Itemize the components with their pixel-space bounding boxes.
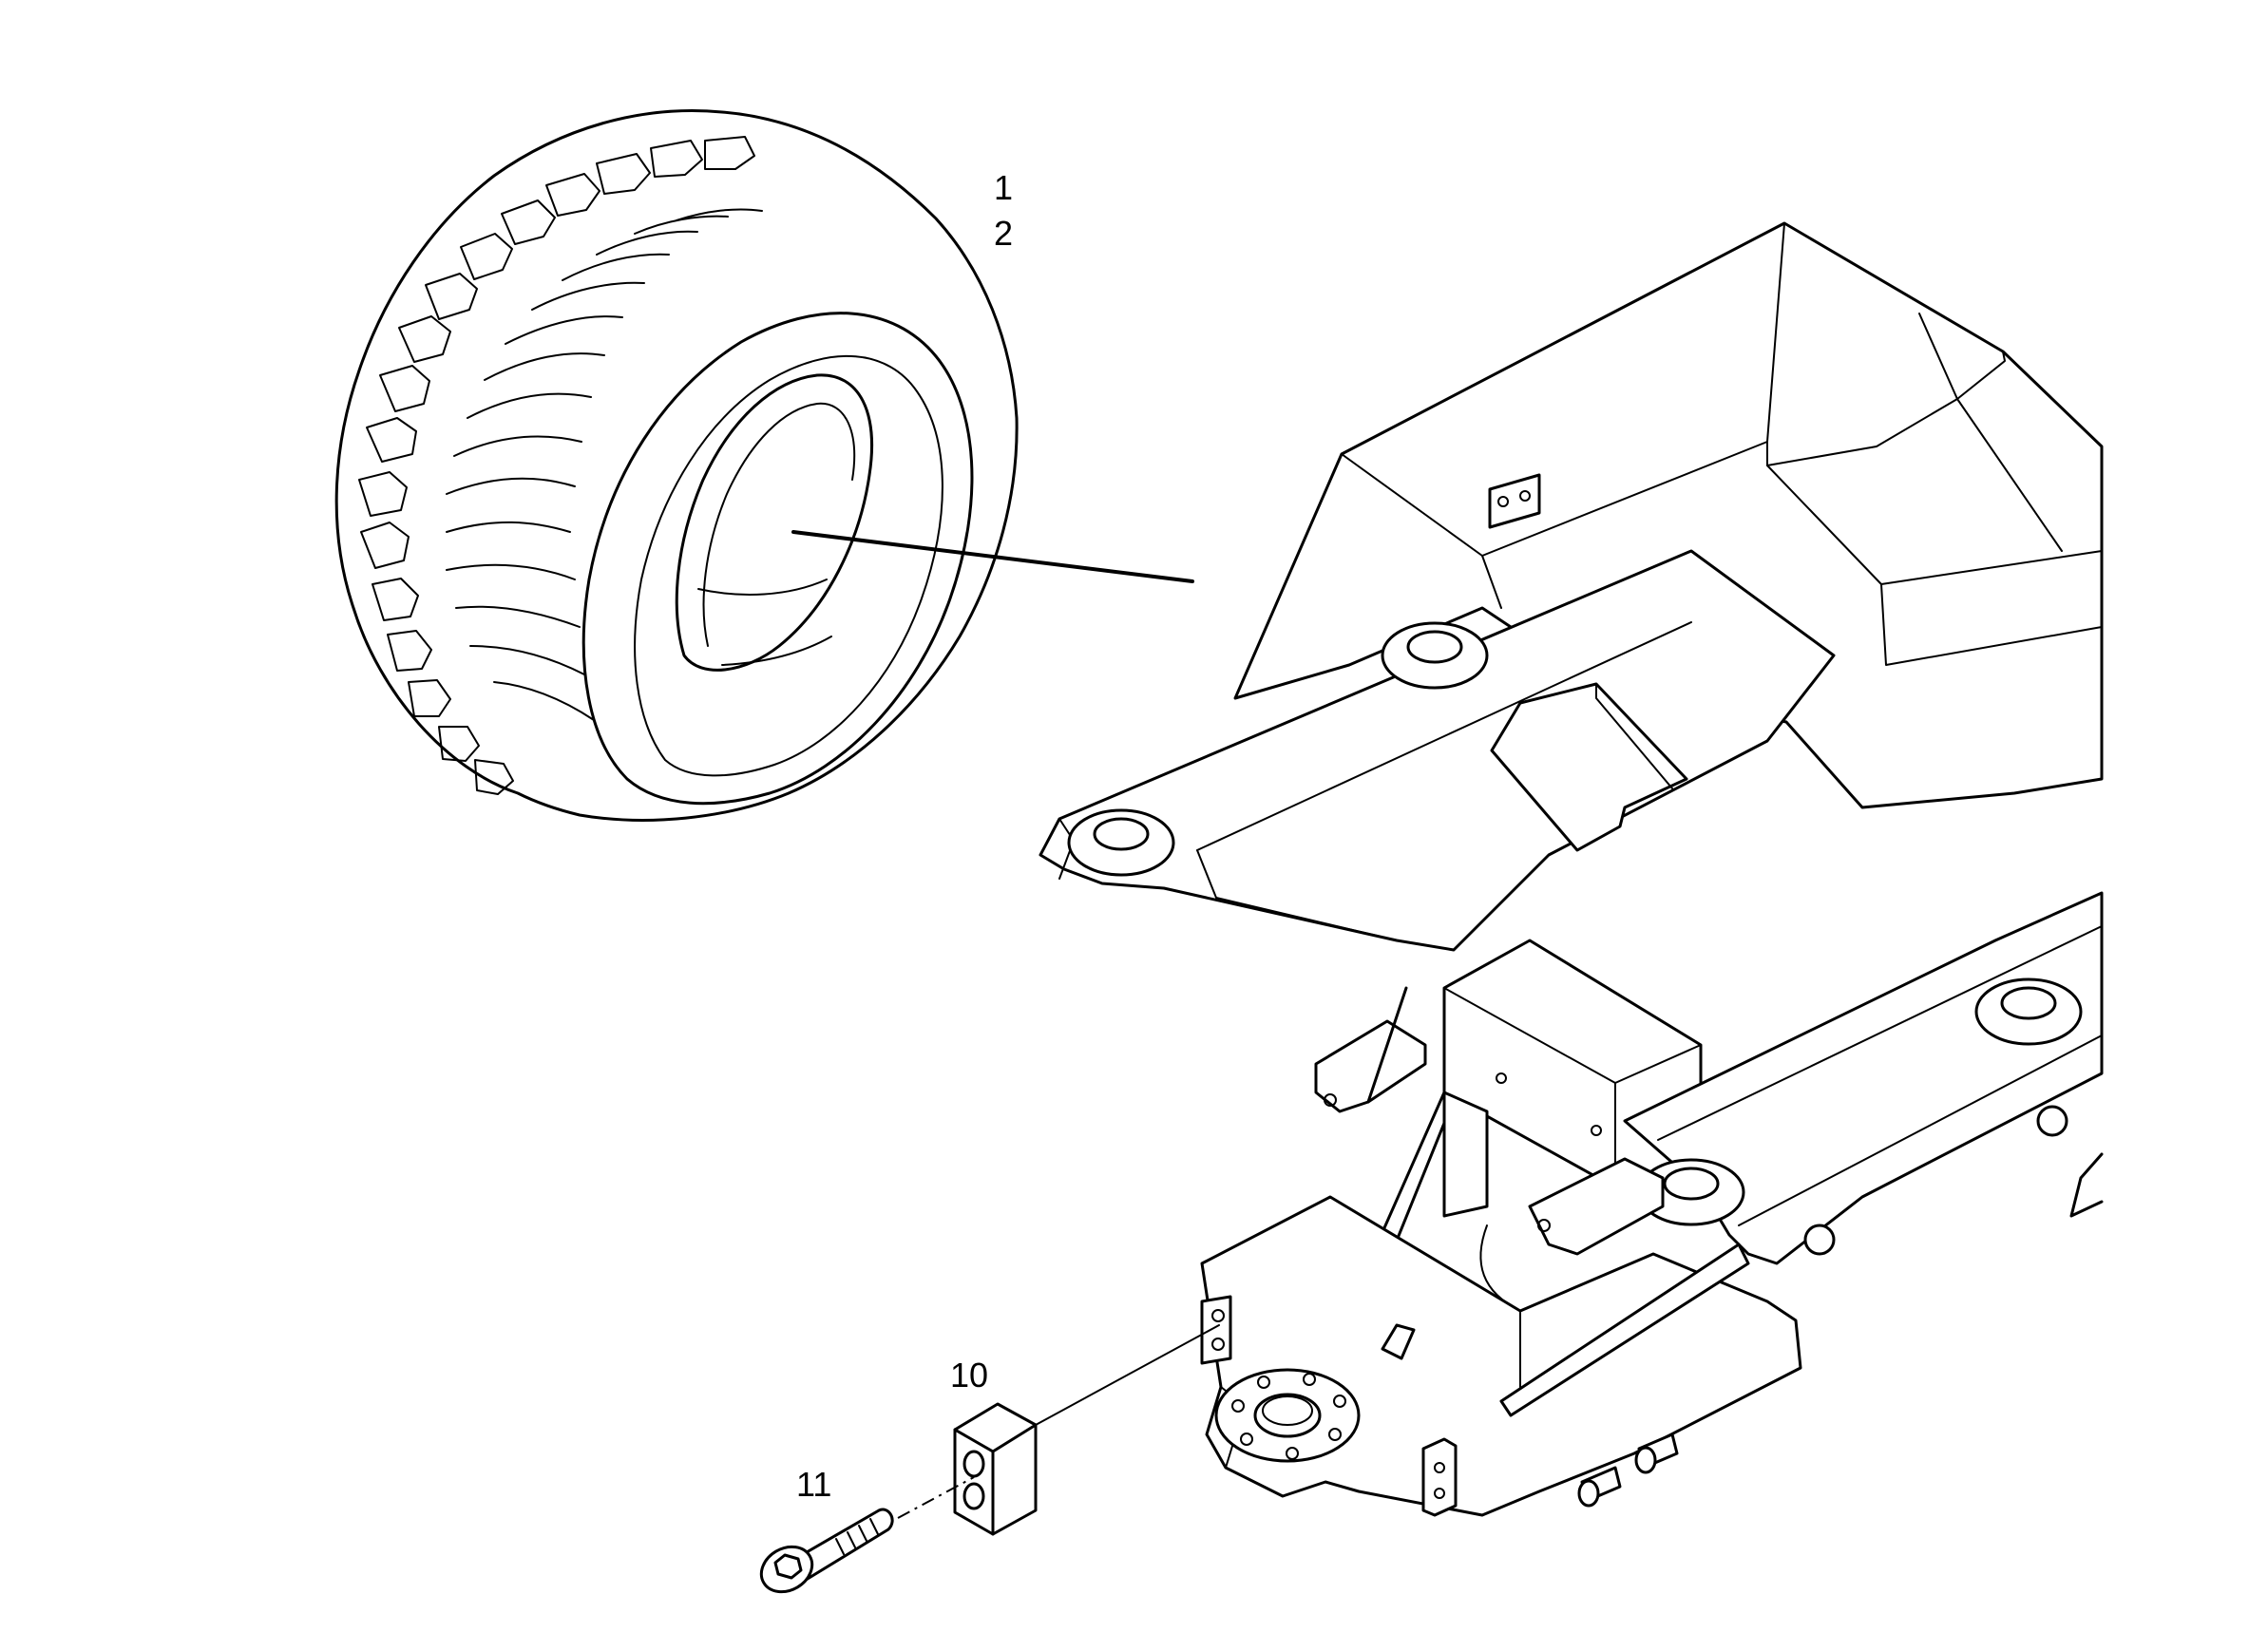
callout-label-1: 1 <box>994 168 1013 207</box>
frame-right-support-leg <box>1528 1157 1665 1256</box>
buffer-block <box>953 1402 1038 1536</box>
frame-plate-opening <box>1490 682 1688 852</box>
tire-leader-line <box>791 530 1194 583</box>
tire-rim-opening <box>675 373 874 672</box>
frame-base-plate <box>1200 1195 1802 1517</box>
frame-hood-bracket <box>1488 473 1541 529</box>
tire-rim-inner <box>702 402 856 647</box>
tire-tread-lugs <box>446 208 763 721</box>
assembly-leader-line <box>1035 1324 1220 1426</box>
tire <box>334 109 1019 822</box>
callout-label-2: 2 <box>994 214 1013 253</box>
machine-frame <box>1039 221 2104 1517</box>
tire-sidewall-inner <box>634 354 943 777</box>
callout-label-10: 10 <box>950 1356 988 1395</box>
tire-tread-blocks <box>358 136 755 795</box>
frame-base-pin-1 <box>1577 1466 1622 1508</box>
frame-base-tab <box>1381 1323 1416 1360</box>
frame-bumper-mount-bracket <box>1200 1295 1232 1365</box>
frame-mount-boss-1 <box>1067 808 1175 877</box>
frame-front-plate <box>1039 549 1836 952</box>
tire-outer-tread <box>334 109 1019 822</box>
socket-head-screw <box>759 1508 894 1594</box>
callout-label-11: 11 <box>796 1465 831 1504</box>
frame-rear-edge <box>2069 1152 2104 1218</box>
frame-mount-boss-2 <box>1381 621 1489 690</box>
frame-mount-boss-3 <box>1974 977 2083 1046</box>
frame-base-pin-2 <box>1634 1433 1679 1474</box>
frame-front-bracket <box>1421 1437 1458 1517</box>
frame-bolt-flange <box>1214 1368 1361 1463</box>
tire-sidewall-outer <box>581 312 974 806</box>
frame-base-diagonal-strut <box>1499 1243 1750 1417</box>
frame-vertical-post <box>1442 1091 1489 1218</box>
